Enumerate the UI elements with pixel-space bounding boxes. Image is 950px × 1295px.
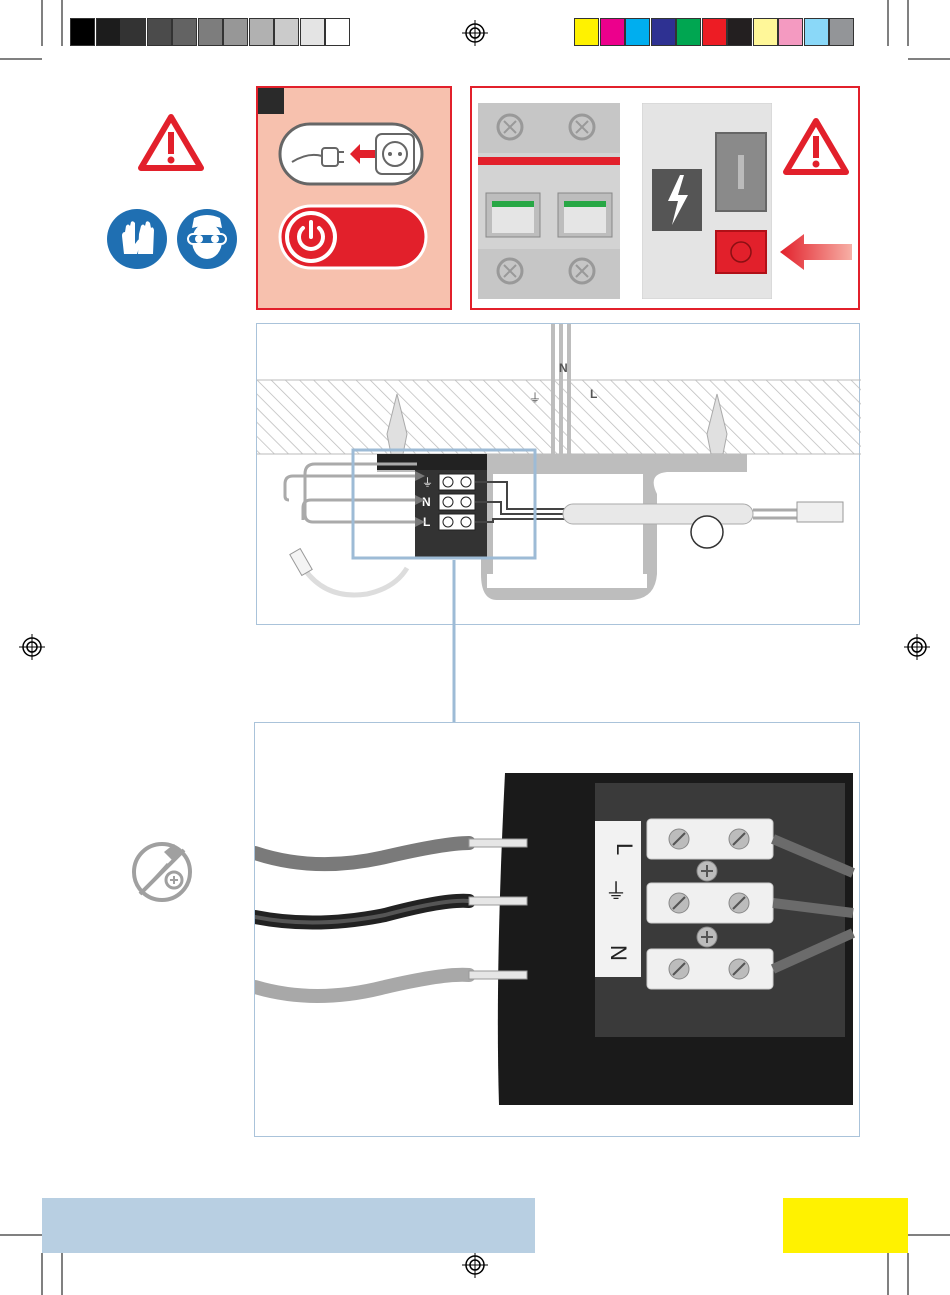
page-number-box xyxy=(783,1198,908,1253)
calibration-swatch xyxy=(753,18,778,46)
footer-bar xyxy=(42,1198,535,1253)
calibration-swatch xyxy=(829,18,854,46)
calibration-swatch xyxy=(804,18,829,46)
registration-mark-icon xyxy=(19,634,45,660)
calibration-swatch xyxy=(651,18,676,46)
arrow-icon xyxy=(778,232,854,272)
step-circle xyxy=(691,516,723,548)
calibration-swatch xyxy=(702,18,727,46)
breaker-panel xyxy=(470,86,860,310)
photo-label-neutral: N xyxy=(606,945,631,961)
goggles-icon xyxy=(176,208,238,270)
gloves-icon xyxy=(106,208,168,270)
ceiling-wiring-diagram: N L ⏚ ⏚ N L xyxy=(257,324,861,626)
registration-mark-icon xyxy=(462,20,488,46)
plug-unplug-icon xyxy=(278,122,426,188)
wire-label-ground: ⏚ xyxy=(529,391,541,405)
terminal-label-neutral: N xyxy=(422,495,431,509)
wire-label-live: L xyxy=(590,387,597,401)
calibration-swatch xyxy=(198,18,223,46)
wire-label-neutral: N xyxy=(559,361,568,375)
fuse-box-icon xyxy=(642,103,772,299)
calibration-swatch xyxy=(600,18,625,46)
calibration-swatch xyxy=(300,18,325,46)
calibration-swatch xyxy=(625,18,650,46)
photo-label-ground: ⏚ xyxy=(605,880,627,905)
calibration-swatch xyxy=(172,18,197,46)
calibration-swatch xyxy=(147,18,172,46)
registration-mark-icon xyxy=(904,634,930,660)
warning-triangle-icon xyxy=(782,116,850,176)
calibration-swatch xyxy=(223,18,248,46)
warning-triangle-icon xyxy=(137,112,205,172)
calibration-swatch xyxy=(325,18,350,46)
calibration-swatch xyxy=(249,18,274,46)
calibration-swatch xyxy=(727,18,752,46)
wiring-diagram-panel: N L ⏚ ⏚ N L xyxy=(256,323,860,625)
terminal-label-ground: ⏚ xyxy=(422,476,433,489)
calibration-swatch xyxy=(778,18,803,46)
calibration-swatch xyxy=(121,18,146,46)
screwdriver-icon xyxy=(130,840,194,904)
power-off-icon xyxy=(278,204,428,270)
calibration-swatch xyxy=(96,18,121,46)
circuit-breaker-icon xyxy=(478,103,620,299)
terminal-closeup-photo: L ⏚ N xyxy=(255,723,861,1138)
calibration-swatch xyxy=(676,18,701,46)
calibration-swatch xyxy=(274,18,299,46)
step-marker xyxy=(258,88,284,114)
calibration-swatch xyxy=(574,18,599,46)
photo-label-live: L xyxy=(612,843,637,855)
calibration-swatch xyxy=(70,18,95,46)
registration-mark-icon xyxy=(462,1252,488,1278)
terminal-closeup-panel: L ⏚ N xyxy=(254,722,860,1137)
disconnect-power-panel xyxy=(256,86,452,310)
